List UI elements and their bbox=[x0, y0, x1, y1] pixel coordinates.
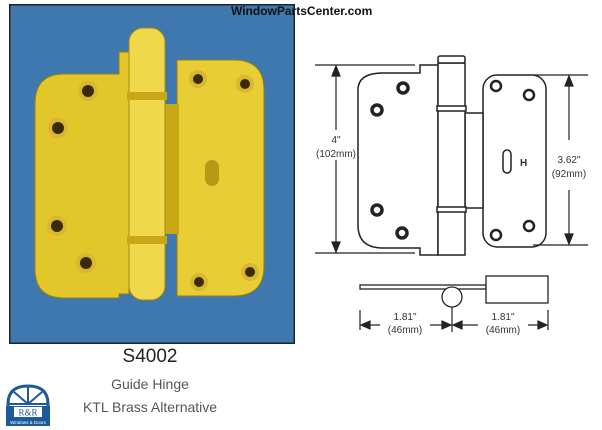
right-leaf bbox=[482, 74, 547, 248]
rr-logo: R&R Windows & Doors bbox=[6, 384, 50, 426]
hinge-photo bbox=[9, 4, 295, 344]
barrel bbox=[437, 62, 466, 256]
product-subtitle: KTL Brass Alternative bbox=[82, 399, 218, 415]
dimension-diagram: H 4" (102mm) 3.62" (92mm) 1.81" (46mm) 1… bbox=[315, 55, 588, 336]
leaf-height-inches: 3.62" bbox=[557, 155, 580, 166]
watermark-text: WindowPartsCenter.com bbox=[231, 4, 373, 18]
left-leaf bbox=[357, 64, 439, 256]
right-width-inches: 1.81" bbox=[491, 312, 514, 323]
left-width-inches: 1.81" bbox=[393, 312, 416, 323]
product-name: Guide Hinge bbox=[111, 376, 189, 392]
product-model: S4002 bbox=[122, 346, 178, 367]
svg-text:H: H bbox=[520, 158, 527, 169]
svg-text:R&R: R&R bbox=[18, 408, 37, 418]
svg-text:Windows & Doors: Windows & Doors bbox=[10, 420, 47, 425]
right-width-mm: (46mm) bbox=[486, 325, 520, 336]
height-mm: (102mm) bbox=[316, 149, 356, 160]
height-inches: 4" bbox=[331, 135, 341, 146]
left-width-mm: (46mm) bbox=[388, 325, 422, 336]
leaf-height-mm: (92mm) bbox=[552, 169, 586, 180]
